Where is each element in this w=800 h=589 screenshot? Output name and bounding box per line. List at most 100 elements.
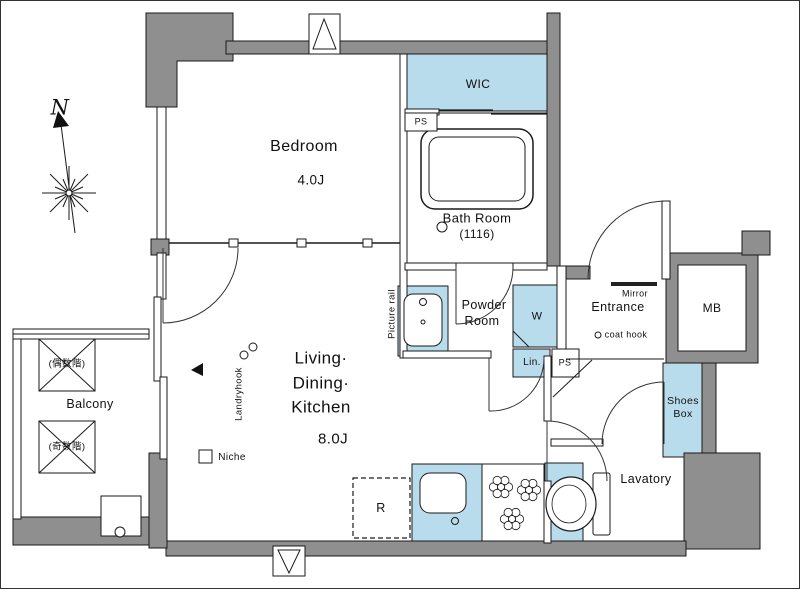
wall-bottom: [165, 540, 687, 557]
wall-bath-south-b: [512, 262, 548, 271]
ldk-label-line2: Dining·: [292, 373, 350, 393]
ldk-size: 8.0J: [318, 430, 348, 448]
wall-left-lower: [148, 452, 168, 549]
pipe-space-mid-box: [551, 348, 580, 378]
wall-right-column: [546, 12, 561, 267]
washer-label: W: [531, 310, 543, 323]
stove-burners: [488, 475, 542, 531]
wic-sliding-doors: [439, 109, 547, 115]
mirror-label: Mirror: [622, 288, 648, 299]
ac-unit-odd-cross: [38, 420, 96, 474]
wall-top-b: [339, 40, 548, 55]
compass-star-icon: [42, 166, 96, 220]
vent-triangle-top-icon: [312, 17, 337, 50]
linen-label: Lin.: [523, 357, 541, 368]
wall-top-left: [145, 12, 234, 108]
ac-unit-even: [38, 338, 96, 392]
wall-right-lower: [701, 362, 717, 456]
toilet-bowl-inner: [551, 484, 587, 524]
burner-icon: [499, 507, 525, 531]
wall-top-a: [225, 40, 310, 55]
ac-unit-odd: [38, 420, 96, 474]
fridge-space: [352, 477, 411, 539]
wall-entrance-west: [556, 265, 567, 360]
laundry-hook-label: Landryhook: [233, 367, 245, 421]
front-door-leaf: [661, 200, 671, 280]
wall-corner-block: [683, 452, 761, 550]
bath-unit-outline: [406, 112, 548, 264]
wall-powder-south: [402, 350, 492, 359]
burner-icon: [488, 475, 514, 499]
bathroom-label: Bath Room: [442, 210, 512, 226]
ldk-label-line3: Kitchen: [291, 397, 351, 417]
balcony-sliding-door-pane2: [159, 376, 168, 460]
ac-unit-even-cross: [38, 338, 96, 392]
bedroom-window: [156, 106, 167, 240]
bathtub: [420, 128, 534, 210]
bedroom-partition: [169, 238, 400, 248]
ps-mid-label: PS: [558, 357, 572, 368]
niche-icon: [198, 449, 213, 464]
meter-box-interior: [677, 264, 747, 352]
bath-drain: [436, 221, 448, 233]
north-compass: [42, 111, 96, 234]
balcony-label: Balcony: [66, 396, 114, 411]
kitchen-sink-bowl: [419, 472, 467, 514]
shoes-box-label-line2: Box: [673, 407, 693, 420]
laundry-hook-icon: [239, 350, 249, 360]
washbasin-faucet: [419, 298, 427, 306]
vent-triangle-bottom-icon: [277, 549, 301, 575]
toilet-bowl: [545, 476, 597, 532]
laundry-hook-icon: [248, 342, 258, 352]
pipe-space-top-box: [404, 112, 438, 132]
north-label: N: [50, 95, 70, 120]
washer-space: [512, 284, 560, 348]
partition-stop: [362, 238, 373, 248]
picture-rail-label: Picture rail: [386, 289, 398, 339]
mirror-bar: [611, 282, 657, 286]
powder-room-label-line2: Room: [464, 313, 500, 328]
meter-box-label: MB: [702, 301, 722, 315]
balcony-drain: [114, 526, 126, 538]
bedroom-label: Bedroom: [270, 138, 338, 155]
wall-marker-triangle-icon: [191, 363, 203, 376]
partition-stop: [296, 238, 307, 248]
balcony-odd-floor-label: (奇数階): [48, 441, 86, 453]
balcony-left-rail: [12, 328, 22, 520]
ldk-door-swing: [546, 420, 608, 482]
ps-top-label: PS: [414, 116, 428, 127]
front-door-swing: [587, 200, 667, 280]
wall-bath-south-a: [404, 262, 457, 271]
shoes-box-label-line1: Shoes: [667, 394, 699, 407]
niche-label: Niche: [218, 452, 246, 463]
north-needle: [59, 116, 76, 234]
fridge-label: R: [376, 500, 386, 515]
entrance-label: Entrance: [591, 299, 645, 314]
wic-label: WIC: [465, 77, 491, 91]
stove-counter: [481, 463, 545, 543]
bath-door-swing: [455, 266, 514, 325]
ldk-label-line1: Living·: [294, 348, 348, 368]
entrance-step-diagonal: [552, 359, 593, 398]
coat-hook-label: coat hook: [604, 329, 648, 340]
powder-door-swing: [488, 357, 545, 412]
wall-hall-west-a: [543, 355, 552, 422]
washer-fold-mark: [512, 330, 530, 348]
wic-area: [406, 53, 548, 112]
wall-mb-step: [741, 230, 771, 256]
bedroom-door-swing: [162, 247, 239, 324]
lavatory-door-swing: [601, 381, 665, 445]
windows: [153, 106, 168, 460]
wall-lavatory-north: [550, 438, 604, 447]
powder-room-label-line1: Powder: [461, 297, 507, 312]
lavatory-label: Lavatory: [620, 471, 672, 486]
balcony-even-floor-label: (偶数階): [48, 358, 86, 370]
wall-left-mid: [156, 252, 167, 300]
bedroom-size: 4.0J: [297, 172, 325, 188]
washbasin-drain: [420, 319, 426, 325]
bathroom-size: (1116): [459, 227, 495, 241]
balcony-sliding-door-pane1: [153, 296, 162, 382]
bathtub-inner: [428, 136, 526, 202]
kitchen-faucet: [451, 517, 459, 525]
